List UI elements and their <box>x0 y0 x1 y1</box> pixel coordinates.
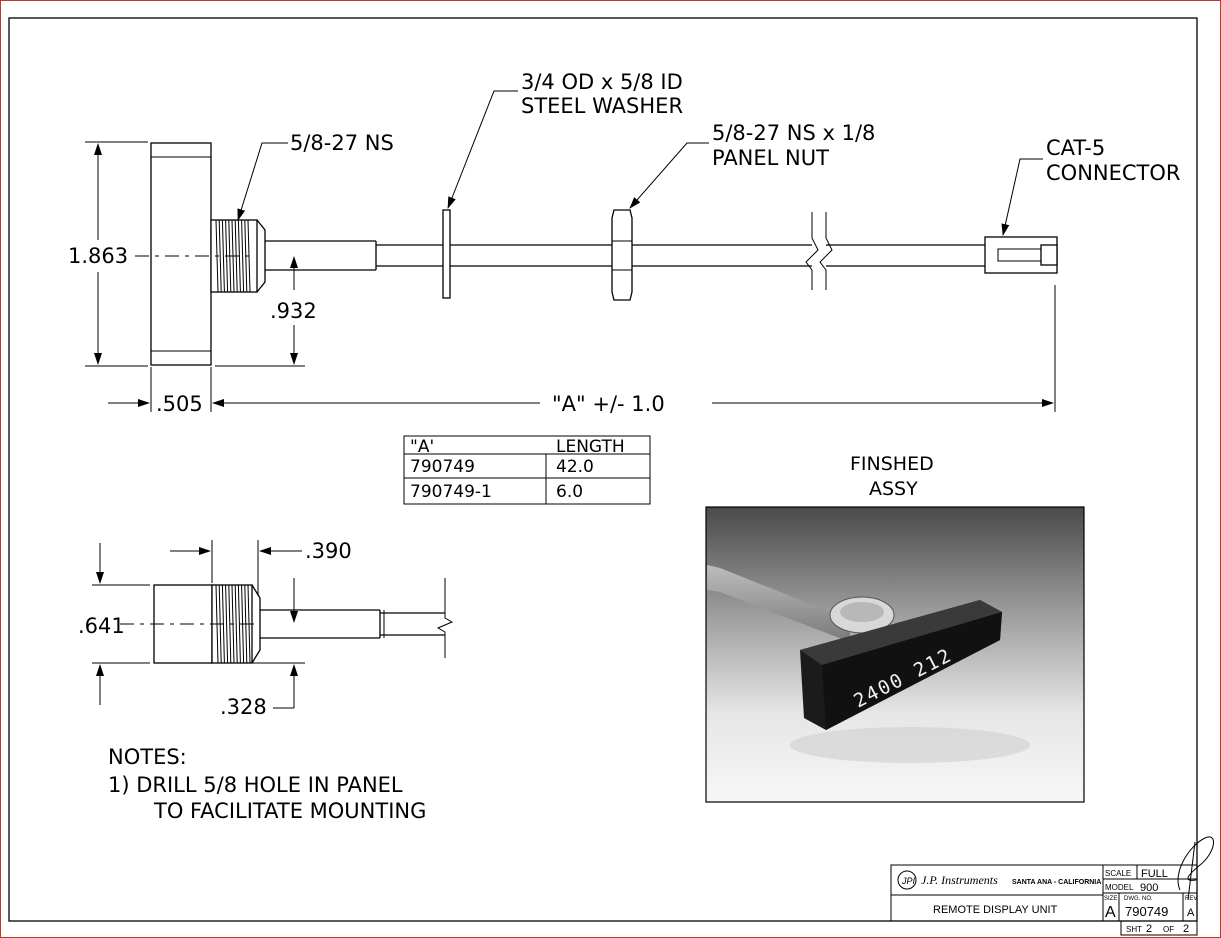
main-side-view: 1.863 .932 .505 "A" +/- 1.0 5/8-27 NS 3/… <box>68 70 1181 416</box>
table-header-length: LENGTH <box>556 437 625 457</box>
svg-text:JPI: JPI <box>901 876 916 886</box>
thread-line <box>237 219 241 293</box>
dim-height: 1.863 <box>68 244 128 268</box>
note-line-2: TO FACILITATE MOUNTING <box>153 799 426 823</box>
rev-label: REV <box>1185 896 1197 902</box>
dim-thread-length: .390 <box>305 539 352 563</box>
label-nut-1: 5/8-27 NS x 1/8 <box>712 121 875 145</box>
notes-title: NOTES: <box>108 745 187 769</box>
model-value: 900 <box>1140 882 1158 894</box>
thread-line <box>225 584 229 664</box>
company-location: SANTA ANA - CALIFORNIA <box>1012 879 1101 886</box>
table-cell: 790749-1 <box>410 482 492 502</box>
scale-value: FULL <box>1141 868 1168 880</box>
detail-view: .641 .390 .328 <box>78 539 454 719</box>
thread-line <box>221 219 225 293</box>
size-value: A <box>1105 904 1116 921</box>
label-nut-2: PANEL NUT <box>712 146 829 170</box>
thread-line <box>234 584 238 664</box>
scale-label: SCALE <box>1105 869 1131 878</box>
dwg-value: 790749 <box>1125 904 1168 919</box>
detail-break <box>436 578 454 658</box>
model-label: MODEL <box>1105 883 1134 892</box>
table-cell: 6.0 <box>556 482 583 502</box>
drawing-border <box>8 17 1198 922</box>
length-table: "A' LENGTH 790749 42.0 790749-1 6.0 <box>403 435 651 505</box>
display-body <box>150 142 212 366</box>
photo-caption-2: ASSY <box>869 478 918 500</box>
sheet-value: 2 <box>1146 923 1152 935</box>
company-logo <box>897 870 917 890</box>
thread-line <box>228 584 232 664</box>
dim-half-height: .932 <box>270 299 317 323</box>
steel-washer <box>442 209 451 299</box>
finished-assy-photo: FINSHED ASSY 2400 212 <box>705 453 1085 803</box>
sheet-label: SHT <box>1126 925 1142 934</box>
break-symbol <box>805 212 819 290</box>
drawing-title: REMOTE DISPLAY UNIT <box>933 904 1058 916</box>
size-label: SIZE <box>1104 896 1117 902</box>
table-header-a: "A' <box>410 437 434 457</box>
table-cell: 42.0 <box>556 457 594 477</box>
dim-length: "A" +/- 1.0 <box>552 392 665 416</box>
rev-value: A <box>1187 907 1195 919</box>
dim-small-height: .641 <box>78 614 125 638</box>
label-thread-top: 5/8-27 NS <box>290 131 394 155</box>
label-washer-2: STEEL WASHER <box>521 94 683 118</box>
notes: NOTES: 1) DRILL 5/8 HOLE IN PANEL TO FAC… <box>108 745 426 823</box>
note-line-1: 1) DRILL 5/8 HOLE IN PANEL <box>108 773 403 797</box>
dim-flange: .505 <box>156 392 203 416</box>
thread-line <box>218 219 222 293</box>
label-connector-1: CAT-5 <box>1046 136 1105 160</box>
signature <box>1177 836 1214 901</box>
thread-line <box>237 584 241 664</box>
table-cell: 790749 <box>410 457 475 477</box>
panel-nut <box>611 209 633 301</box>
dwg-label: DWG. NO. <box>1124 896 1153 902</box>
of-value: 2 <box>1183 923 1189 935</box>
title-block: JPI J.P. Instruments SANTA ANA - CALIFOR… <box>890 836 1214 936</box>
thread-line <box>241 219 245 293</box>
of-label: OF <box>1163 925 1174 934</box>
company-name: J.P. Instruments <box>921 873 998 887</box>
label-connector-2: CONNECTOR <box>1046 161 1181 185</box>
dim-small-half: .328 <box>220 695 267 719</box>
photo-caption-1: FINSHED <box>850 453 934 475</box>
label-washer-1: 3/4 OD x 5/8 ID <box>521 70 683 94</box>
